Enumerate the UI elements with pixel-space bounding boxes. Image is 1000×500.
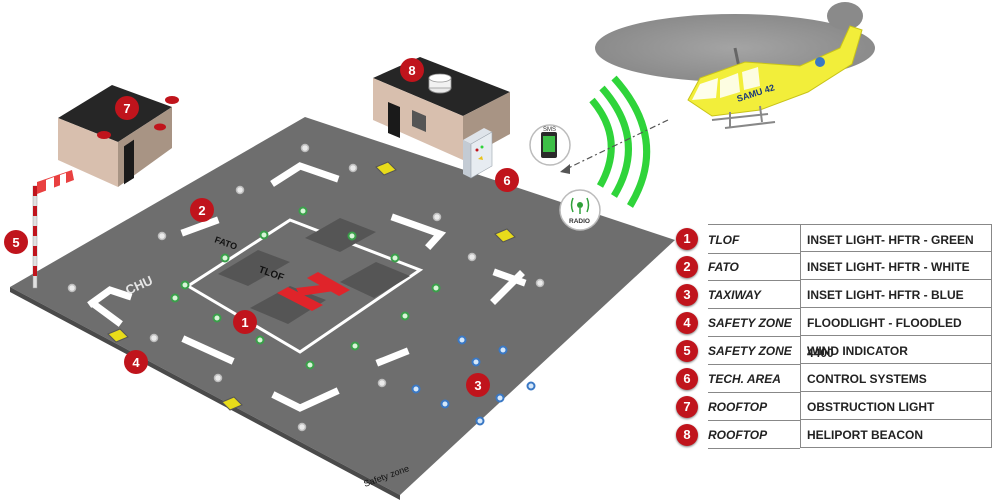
svg-text:5: 5 xyxy=(12,235,19,250)
marker-4: 4 xyxy=(124,350,148,374)
svg-text:6: 6 xyxy=(503,173,510,188)
sms-label: SMS xyxy=(543,127,556,133)
legend-number-badge: 8 xyxy=(676,424,698,446)
marker-8: 8 xyxy=(400,58,424,82)
legend-number-badge: 7 xyxy=(676,396,698,418)
helicopter: SAMU 42 xyxy=(595,2,875,129)
legend-description: INSET LIGHT- HFTR - WHITE xyxy=(800,252,992,280)
legend-number-badge: 2 xyxy=(676,256,698,278)
svg-text:4: 4 xyxy=(132,355,140,370)
legend-category: TLOF xyxy=(708,224,800,254)
legend-category: SAFETY ZONE xyxy=(708,308,800,337)
tlof-outline xyxy=(185,218,424,354)
svg-text:1: 1 xyxy=(241,315,248,330)
legend-description: CONTROL SYSTEMS xyxy=(800,364,992,392)
svg-text:2: 2 xyxy=(198,203,205,218)
marker-2: 2 xyxy=(190,198,214,222)
legend-number-badge: 4 xyxy=(676,312,698,334)
legend-category: TAXIWAY xyxy=(708,280,800,309)
fato-markings xyxy=(87,162,527,412)
radio-label: RADIO xyxy=(569,218,590,225)
legend-description: FLOODLIGHT - FLOODLED 4400 xyxy=(800,308,992,360)
marker-3: 3 xyxy=(466,373,490,397)
signal-arrow xyxy=(560,164,570,174)
svg-text:3: 3 xyxy=(474,378,481,393)
legend-description: INSET LIGHT- HFTR - GREEN xyxy=(800,224,992,252)
legend-description: OBSTRUCTION LIGHT xyxy=(800,392,992,420)
control-cabinet xyxy=(463,128,493,179)
wind-indicator xyxy=(32,170,74,289)
legend-number-badge: 5 xyxy=(676,340,698,362)
legend-category: FATO xyxy=(708,252,800,281)
radio-icon: RADIO xyxy=(559,189,601,231)
legend-description: WIND INDICATOR xyxy=(800,336,992,364)
legend-description: INSET LIGHT- HFTR - BLUE xyxy=(800,280,992,308)
signal-arcs xyxy=(589,75,651,208)
marker-6: 6 xyxy=(495,168,519,192)
diagram-markers: 1 2 3 4 5 6 7 8 xyxy=(4,58,519,397)
marker-1: 1 xyxy=(233,310,257,334)
marker-5: 5 xyxy=(4,230,28,254)
legend-description: HELIPORT BEACON xyxy=(800,420,992,448)
helipad-h-letter xyxy=(277,272,350,311)
legend-number-badge: 3 xyxy=(676,284,698,306)
tlof-green-lights xyxy=(170,206,441,370)
fato-white-lights xyxy=(67,143,545,432)
helipad-edge xyxy=(10,287,400,500)
svg-text:8: 8 xyxy=(408,63,415,78)
helipad-h-text: H xyxy=(0,0,12,4)
legend-category: SAFETY ZONE xyxy=(708,336,800,365)
helipad-surface xyxy=(10,117,675,495)
svg-text:7: 7 xyxy=(123,101,130,116)
legend-number-badge: 6 xyxy=(676,368,698,390)
legend-category: TECH. AREA xyxy=(708,364,800,393)
sms-phone-icon: SMS xyxy=(529,124,571,166)
legend-category: ROOFTOP xyxy=(708,420,800,449)
legend-number-badge: 1 xyxy=(676,228,698,250)
floodlights xyxy=(107,161,516,411)
tlof-inner-squares xyxy=(218,218,410,324)
taxiway-blue-lights xyxy=(411,335,536,426)
signal-line xyxy=(559,119,669,173)
legend-category: ROOFTOP xyxy=(708,392,800,421)
marker-7: 7 xyxy=(115,96,139,120)
left-building xyxy=(58,85,179,187)
